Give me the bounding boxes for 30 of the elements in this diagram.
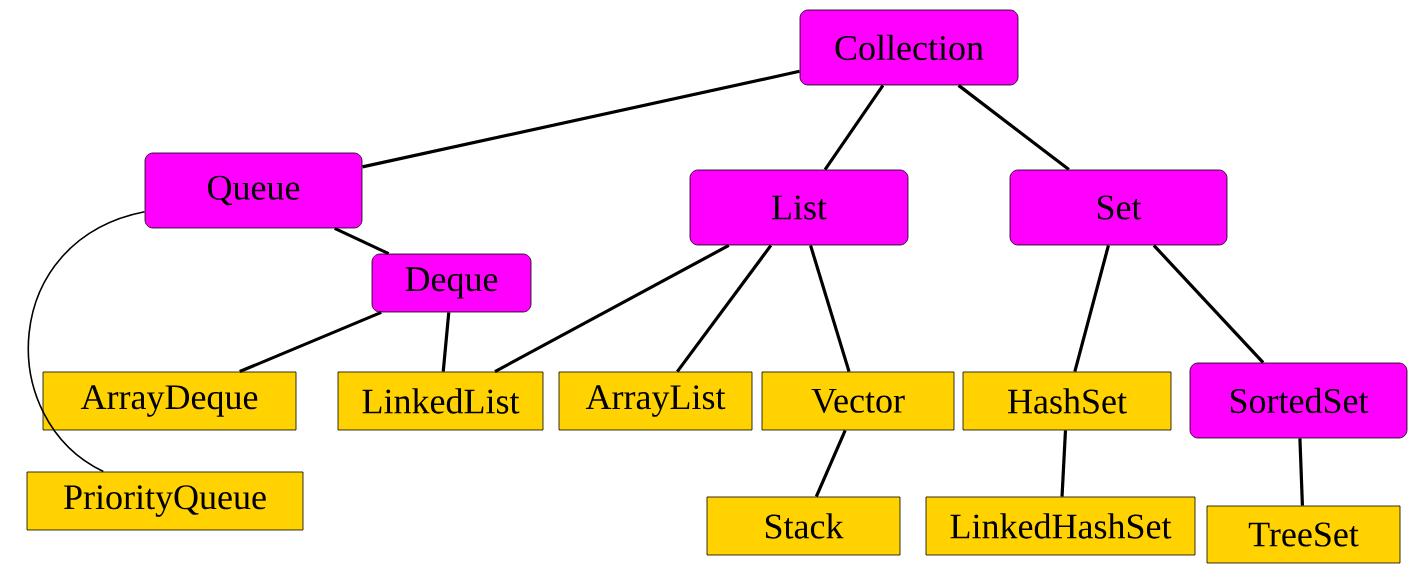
class-box: PriorityQueue [26, 471, 304, 531]
class-box: LinkedHashSet [925, 496, 1196, 556]
connector-line [823, 84, 885, 171]
interface-box: Collection [799, 9, 1019, 86]
class-box: ArrayList [558, 371, 753, 431]
connector-line [814, 429, 847, 498]
class-box: ArrayDeque [42, 371, 297, 431]
interface-box: Set [1009, 169, 1228, 246]
class-box: HashSet [962, 371, 1172, 431]
connector-line [239, 310, 382, 374]
connector-line [1152, 244, 1265, 364]
connector-line [28, 210, 146, 473]
connector-line [809, 244, 851, 373]
class-box: Vector [761, 371, 955, 431]
interface-box: List [689, 169, 909, 246]
connector-line [362, 69, 800, 169]
connector-line [1298, 438, 1304, 506]
interface-box: SortedSet [1189, 362, 1408, 439]
class-box: Stack [706, 496, 901, 556]
interface-box: Deque [371, 253, 532, 313]
connector-line [333, 226, 390, 256]
class-box: TreeSet [1206, 505, 1401, 564]
connector-line [441, 312, 451, 372]
connector-line [1060, 430, 1068, 497]
connector-line [1073, 244, 1110, 372]
connector-line [494, 244, 730, 373]
interface-box: Queue [144, 152, 363, 229]
connector-line [957, 84, 1070, 171]
connector-line [676, 244, 773, 373]
class-box: LinkedList [337, 371, 544, 431]
